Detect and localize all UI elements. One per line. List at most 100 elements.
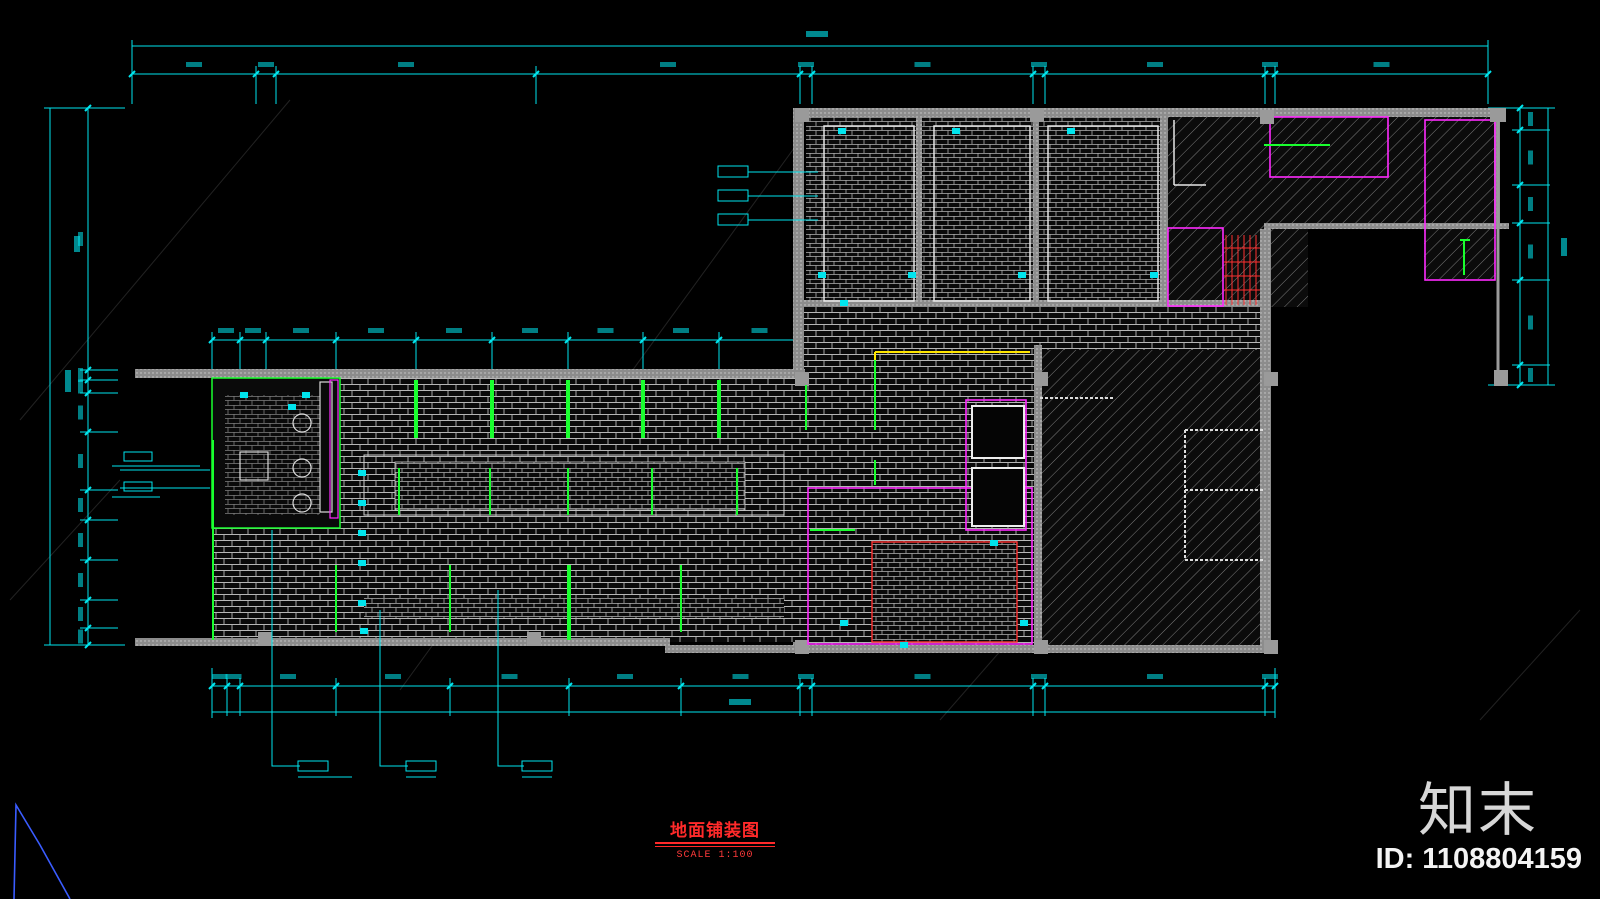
dimension-label-block xyxy=(597,328,614,333)
dimension-label-block xyxy=(673,328,689,333)
dimension-tick-mark xyxy=(1516,104,1524,112)
dimension-tick-mark xyxy=(1516,219,1524,227)
dimension-label-block xyxy=(798,62,814,67)
dimension-label-block xyxy=(211,674,228,679)
drawing-title-block: 地面铺装图 SCALE 1:100 xyxy=(655,822,775,861)
dimension-label-block xyxy=(293,328,309,333)
dimension-label-block xyxy=(78,232,83,246)
dimension-tick-mark xyxy=(1041,70,1049,78)
dimension-label-block xyxy=(1528,244,1533,259)
room-tag-marker xyxy=(1020,620,1028,626)
dimension-label-block xyxy=(732,674,749,679)
dimension-label-block xyxy=(280,674,296,679)
section-mark xyxy=(13,802,71,899)
dimension-label-block xyxy=(78,607,83,621)
dimension-label-block xyxy=(1031,674,1047,679)
dimension-tick-mark xyxy=(808,682,816,690)
dimension-label-block xyxy=(1528,112,1533,126)
brand-logo-text: 知末 xyxy=(1417,776,1538,844)
dimension-tick-mark xyxy=(1029,70,1037,78)
dimension-tick-mark xyxy=(808,70,816,78)
dimension-tick-mark xyxy=(1516,361,1524,369)
dimension-label-block xyxy=(1373,62,1390,67)
dimension-tick-mark xyxy=(84,624,92,632)
dimension-tick-mark xyxy=(84,104,92,112)
dimension-label-block xyxy=(78,379,83,394)
room-tag-marker xyxy=(1150,272,1158,278)
dimension-label-block xyxy=(660,62,676,67)
dimension-label-block xyxy=(186,62,202,67)
dimension-tick-mark xyxy=(1271,70,1279,78)
drawing-scale: SCALE 1:100 xyxy=(676,850,754,861)
dimension-label-block xyxy=(1262,674,1278,679)
dimension-label-block xyxy=(914,674,931,679)
dimension-tick-mark xyxy=(208,336,216,344)
dimension-tick-mark xyxy=(1261,682,1269,690)
dimension-label-block xyxy=(78,368,83,382)
dimension-label-block xyxy=(398,62,414,67)
dimension-label-block xyxy=(225,674,242,679)
dimension-label-block xyxy=(914,62,931,67)
dimension-tick-mark xyxy=(677,682,685,690)
dimension-tick-mark xyxy=(84,428,92,436)
room-tag-marker xyxy=(990,540,998,546)
dimension-label-block xyxy=(78,498,83,512)
dimension-label-block xyxy=(245,328,261,333)
dimension-tick-mark xyxy=(639,336,647,344)
dimension-tick-mark xyxy=(1484,70,1492,78)
dimension-tick-mark xyxy=(565,682,573,690)
dimension-tick-mark xyxy=(564,336,572,344)
dimension-tick-mark xyxy=(1516,181,1524,189)
room-tag-marker xyxy=(358,600,366,606)
dimension-label-block xyxy=(1262,62,1278,67)
dimension-tick-mark xyxy=(236,682,244,690)
dimension-tick-mark xyxy=(1516,126,1524,134)
bottom-dimensions xyxy=(208,668,1279,718)
dimension-tick-mark xyxy=(1261,70,1269,78)
room-tag-marker xyxy=(240,392,248,398)
dimension-tick-mark xyxy=(1516,276,1524,284)
dimension-label-block xyxy=(1528,315,1533,330)
room-tag-marker xyxy=(1018,272,1026,278)
dimension-tick-mark xyxy=(262,336,270,344)
room-tag-marker xyxy=(358,560,366,566)
room-tag-marker xyxy=(908,272,916,278)
dimension-tick-mark xyxy=(332,336,340,344)
dimension-label-block xyxy=(798,674,814,679)
dimension-tick-mark xyxy=(223,682,231,690)
callout-leaders xyxy=(112,165,818,778)
top-dimensions xyxy=(128,31,1492,104)
dimension-tick-mark xyxy=(84,641,92,649)
right-dimensions xyxy=(1488,104,1567,389)
dimension-tick-mark xyxy=(84,596,92,604)
dimension-tick-mark xyxy=(446,682,454,690)
dimension-tick-mark xyxy=(532,70,540,78)
dimension-label-block xyxy=(78,629,83,644)
room-tag-marker xyxy=(358,530,366,536)
dimension-tick-mark xyxy=(332,682,340,690)
room-tag-marker xyxy=(358,500,366,506)
left-dimensions xyxy=(44,104,125,649)
dimension-tick-mark xyxy=(128,70,136,78)
dimension-tick-mark xyxy=(272,70,280,78)
dimension-label-block xyxy=(78,405,83,420)
room-tag-marker xyxy=(840,620,848,626)
dimension-tick-mark xyxy=(84,389,92,397)
dimension-tick-mark xyxy=(715,336,723,344)
dimension-label-block xyxy=(617,674,633,679)
dimension-label-block xyxy=(258,62,274,67)
room-tag-marker xyxy=(952,128,960,134)
dimension-tick-mark xyxy=(412,336,420,344)
lower-block xyxy=(135,108,1278,654)
brand-id-text: ID: 1108804159 xyxy=(1375,843,1582,875)
room-tag-marker xyxy=(288,404,296,410)
dimension-tick-mark xyxy=(236,336,244,344)
dimension-label-block xyxy=(78,533,83,547)
dimension-label-block xyxy=(368,328,384,333)
drawing-title: 地面铺装图 xyxy=(670,821,760,841)
room-tag-marker xyxy=(840,300,848,306)
dimension-label-block xyxy=(1031,62,1047,67)
dimension-label-block xyxy=(446,328,462,333)
dimension-tick-mark xyxy=(1516,381,1524,389)
